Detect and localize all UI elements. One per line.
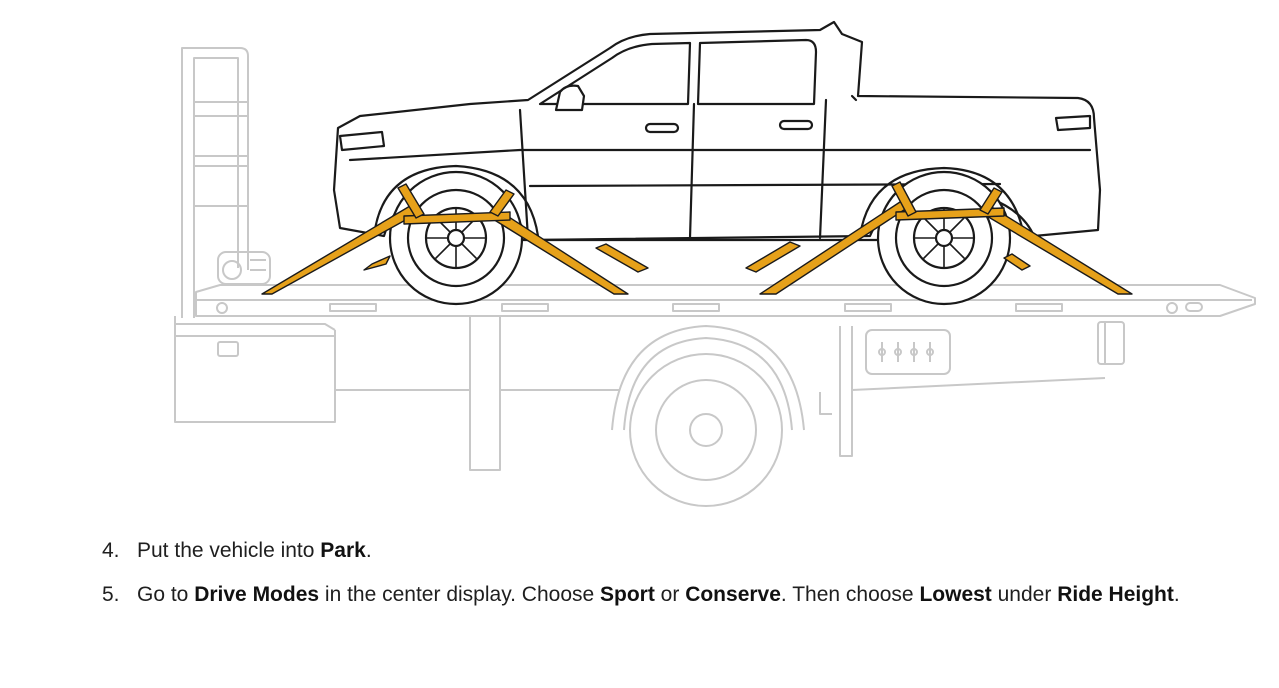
step-number: 5. xyxy=(102,583,120,606)
strap-icon xyxy=(397,183,425,219)
pickup-truck-icon xyxy=(332,20,1102,306)
step-text-bold: Park xyxy=(320,539,366,562)
flatbed-truck-icon xyxy=(174,47,1256,507)
step-text-bold: Ride Height xyxy=(1057,583,1174,606)
step-text-segment: or xyxy=(654,583,686,606)
wheel-straps xyxy=(261,181,1133,295)
strap-icon xyxy=(979,187,1003,215)
strap-icon xyxy=(891,181,917,217)
step-text-segment: under xyxy=(991,583,1058,606)
strap-icon xyxy=(745,241,801,273)
front-wheel-icon xyxy=(388,170,524,306)
step-text: Put the vehicle into Park. xyxy=(137,534,1227,567)
step-text-segment: . xyxy=(365,539,372,562)
step-text-bold: Conserve xyxy=(685,583,781,606)
step-text-bold: Sport xyxy=(600,583,655,606)
tow-truck-illustration xyxy=(174,20,1256,507)
step-number: 4. xyxy=(102,539,120,562)
step-text-segment: . Then choose xyxy=(780,583,920,606)
step-text-segment: in the center display. Choose xyxy=(319,583,601,606)
step-text-segment: . xyxy=(1173,583,1180,606)
step-text-bold: Lowest xyxy=(919,583,992,606)
strap-icon xyxy=(895,207,1005,221)
strap-icon xyxy=(363,255,391,271)
step-text-segment: Go to xyxy=(137,583,195,606)
strap-icon xyxy=(595,243,649,273)
step-text: Go to Drive Modes in the center display.… xyxy=(137,578,1227,611)
step-text-segment: Put the vehicle into xyxy=(137,539,321,562)
step-text-bold: Drive Modes xyxy=(194,583,320,606)
strap-icon xyxy=(403,211,511,225)
strap-icon xyxy=(1003,253,1031,271)
strap-icon xyxy=(489,189,515,217)
